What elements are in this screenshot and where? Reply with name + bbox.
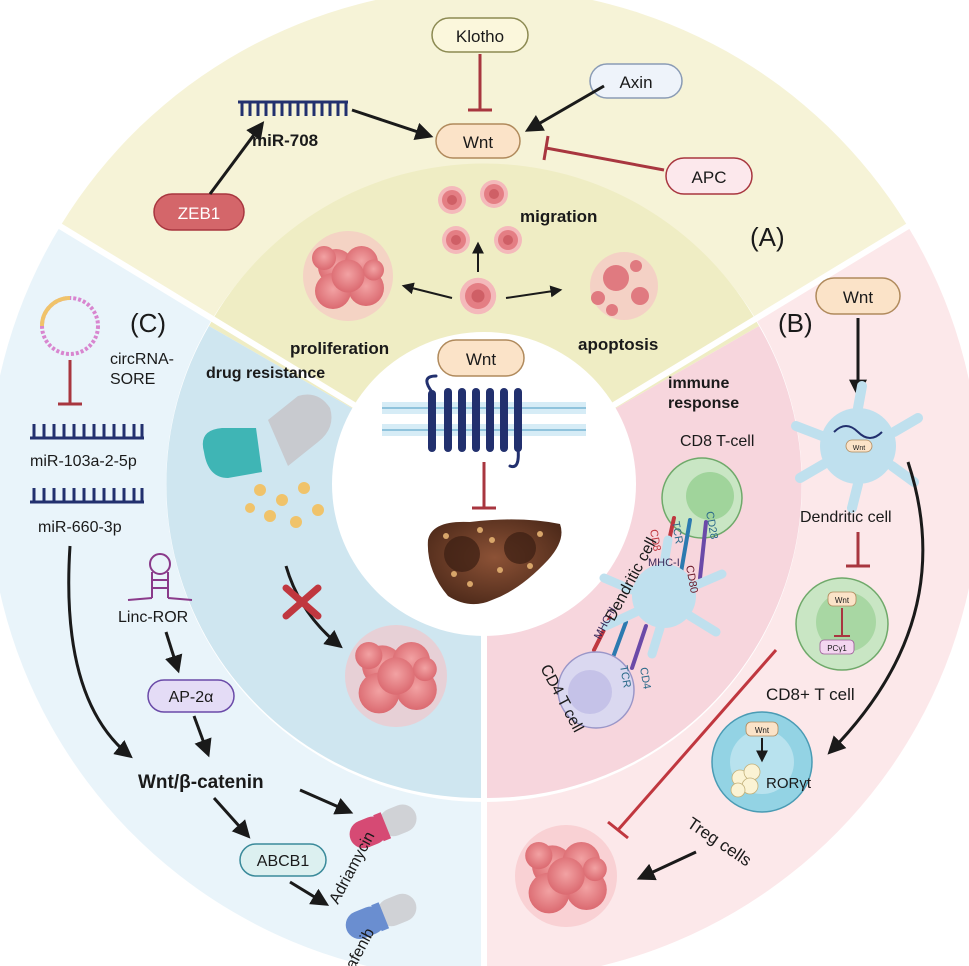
migration-label: migration bbox=[520, 207, 597, 226]
ap2a-label: AP-2α bbox=[169, 689, 214, 706]
dendritic-cell-icon bbox=[599, 535, 727, 659]
mir708-to-wnt-arrow bbox=[351, 108, 434, 140]
dendritic-cell-outer-label: Dendritic cell bbox=[800, 509, 892, 526]
wnt-to-abcb1-arrow bbox=[212, 796, 251, 839]
cd8-plus-t-cell-label: CD8+ T cell bbox=[766, 685, 855, 704]
tcr-top-tag: TCR bbox=[669, 520, 685, 544]
linc-ror-label: Linc-ROR bbox=[118, 609, 188, 626]
wnt-right-box bbox=[815, 277, 901, 315]
dendritic-inhibits-cd8 bbox=[846, 532, 870, 568]
proliferation-label: proliferation bbox=[290, 339, 389, 358]
pcy1-tag: PCγ1 bbox=[827, 644, 847, 653]
klotho-inhibits-wnt bbox=[468, 54, 492, 112]
mir660-label: miR-660-3p bbox=[38, 519, 122, 536]
liver-tumor-icon bbox=[427, 519, 562, 605]
dendritic-to-treg-arrow bbox=[827, 461, 925, 755]
migrating-cell bbox=[442, 226, 470, 254]
mir708-rna-icon bbox=[238, 100, 348, 116]
ap2a-to-wnt-arrow bbox=[192, 715, 212, 758]
wnt-center-box bbox=[437, 339, 525, 377]
apc-label: APC bbox=[692, 168, 727, 187]
migrating-cell bbox=[494, 226, 522, 254]
cd8-inhibits-tumor bbox=[607, 649, 778, 840]
roryt-icon bbox=[730, 763, 761, 798]
panel-b-label: (B) bbox=[778, 308, 813, 338]
circrna-label-1: circRNA- bbox=[110, 351, 174, 368]
abcb1-box bbox=[239, 843, 327, 877]
cell-fates: migration proliferation apoptosis bbox=[290, 180, 658, 358]
mir103-rna-icon bbox=[30, 424, 144, 440]
receptor-inhibits-liver bbox=[472, 462, 496, 510]
wnt-top-box bbox=[435, 123, 521, 159]
drug-particles bbox=[245, 482, 324, 528]
dendritic-wnt-tag: Wnt bbox=[853, 445, 866, 452]
circrna-inhibits-mir bbox=[58, 360, 82, 406]
apoptosis-cell-icon bbox=[590, 252, 658, 320]
tcr-bottom-tag: TCR bbox=[617, 664, 633, 688]
wnt-top-label: Wnt bbox=[463, 133, 494, 152]
wnt-right-label: Wnt bbox=[843, 288, 874, 307]
cd8-tag: CD8 bbox=[647, 528, 663, 552]
linc-ror-hairpin-icon bbox=[127, 553, 193, 601]
drug-resistance-label: drug resistance bbox=[206, 365, 325, 382]
capsule-icon bbox=[202, 394, 332, 478]
sorafenib-capsule-icon bbox=[345, 893, 417, 939]
cd28-tag: CD28 bbox=[703, 510, 720, 540]
abcb1-label: ABCB1 bbox=[257, 853, 310, 870]
outer-tumor-icon bbox=[515, 824, 617, 927]
apoptosis-label: apoptosis bbox=[578, 335, 658, 354]
treg-wnt-tag: Wnt bbox=[755, 726, 770, 735]
panel-c-label: (C) bbox=[130, 308, 166, 338]
roryt-label: RORγt bbox=[766, 775, 812, 792]
resistant-tumor-icon bbox=[345, 624, 447, 727]
center-receptor: Wnt bbox=[382, 339, 586, 605]
migrating-cell bbox=[480, 180, 508, 208]
axin-box bbox=[589, 63, 683, 99]
cd8-t-cell-label: CD8 T-cell bbox=[680, 433, 754, 450]
treg-to-tumor-arrow bbox=[636, 850, 697, 881]
apc-box bbox=[665, 157, 753, 195]
cd80-tag: CD80 bbox=[683, 564, 700, 594]
klotho-label: Klotho bbox=[456, 27, 504, 46]
axin-label: Axin bbox=[619, 73, 652, 92]
linc-to-ap2a-arrow bbox=[164, 631, 183, 674]
blocked-x-icon bbox=[282, 584, 322, 620]
abcb1-to-sorafenib-arrow bbox=[289, 880, 330, 906]
panel-a-label: (A) bbox=[750, 222, 785, 252]
proliferation-tumor-icon bbox=[303, 231, 393, 321]
to-proliferation-arrow bbox=[401, 282, 453, 299]
source-tumor-cell bbox=[459, 277, 497, 315]
mir-to-wnt-arrow bbox=[67, 545, 133, 759]
drug-resistance-section: drug resistance bbox=[202, 365, 447, 727]
wnt-inhibits-pcy1 bbox=[834, 608, 850, 637]
circrna-label-2: SORE bbox=[110, 371, 155, 388]
adriamycin-capsule-icon bbox=[349, 804, 417, 849]
migrating-cell bbox=[438, 186, 466, 214]
frizzled-receptor-icon bbox=[425, 374, 522, 469]
axin-to-wnt-arrow bbox=[524, 84, 605, 132]
to-apoptosis-arrow bbox=[505, 285, 563, 299]
zeb1-box bbox=[153, 193, 245, 231]
apc-inhibits-wnt bbox=[542, 135, 665, 172]
wnt-center-label: Wnt bbox=[466, 350, 497, 369]
wnt-to-adriamycin-arrow bbox=[299, 788, 354, 815]
dendritic-cell-outer-icon bbox=[791, 381, 923, 513]
wnt-beta-catenin-label: Wnt/β-catenin bbox=[138, 772, 264, 793]
klotho-box bbox=[431, 17, 529, 53]
mir660-rna-icon bbox=[30, 488, 144, 504]
mhc-i-tag: MHC-I bbox=[648, 557, 680, 569]
zeb1-to-mir708-arrow bbox=[208, 121, 265, 195]
ap2a-box bbox=[147, 679, 235, 713]
cd4-tag: CD4 bbox=[637, 666, 653, 690]
cd8-wnt-tag: Wnt bbox=[835, 596, 850, 605]
mir103-label: miR-103a-2-5p bbox=[30, 453, 137, 470]
panel-a: Klotho Axin Wnt APC ZEB1 miR-708 bbox=[153, 17, 785, 252]
mir708-label: miR-708 bbox=[252, 131, 318, 150]
zeb1-label: ZEB1 bbox=[178, 204, 221, 223]
